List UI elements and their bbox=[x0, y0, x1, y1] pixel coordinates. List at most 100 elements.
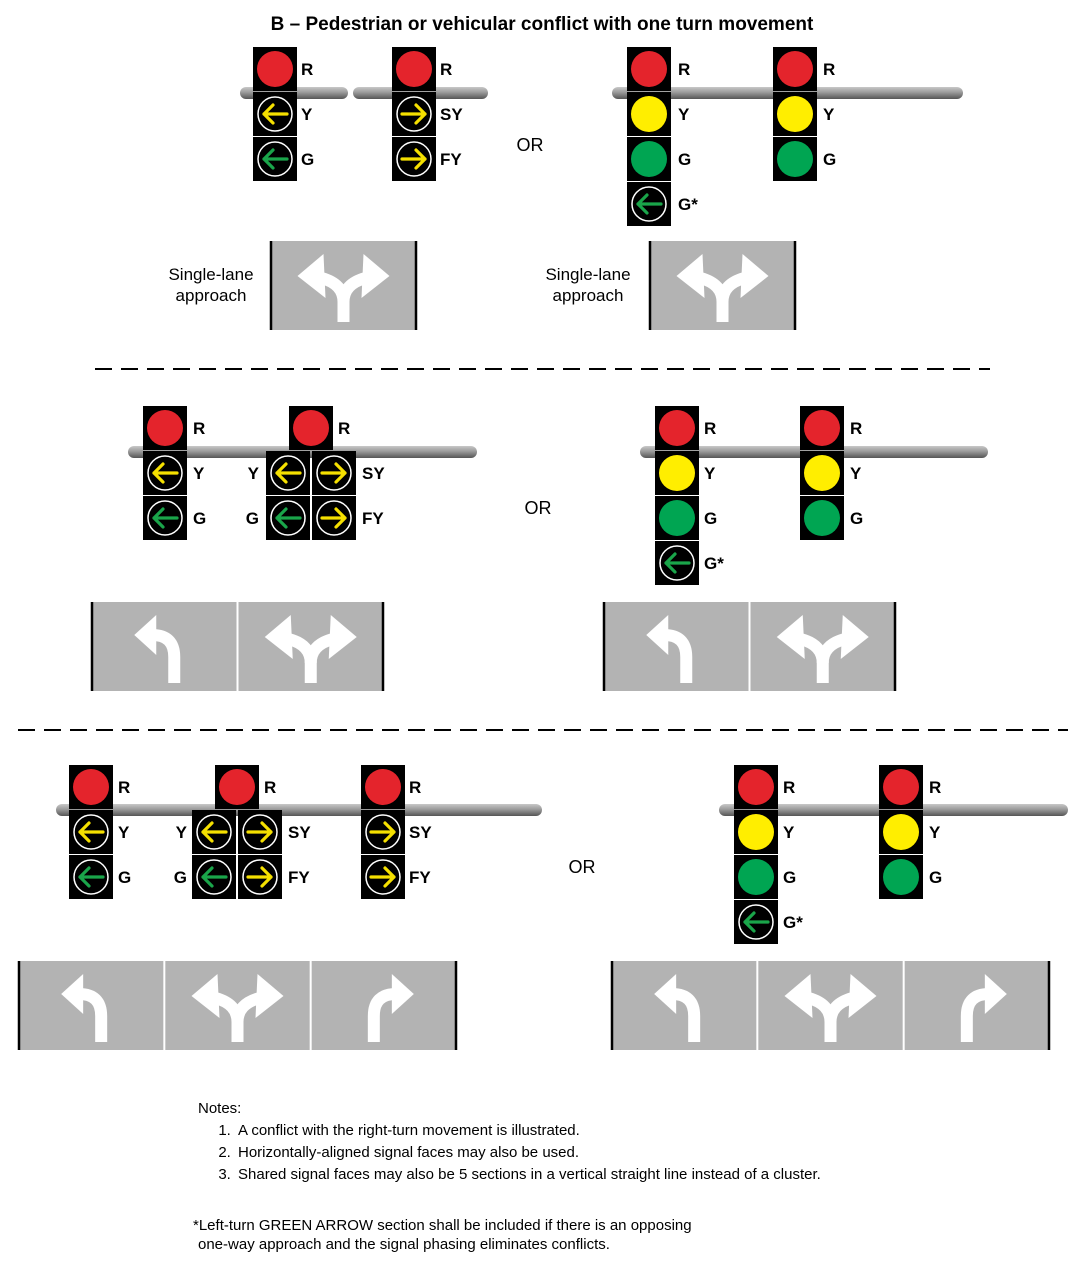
signal-label: R bbox=[929, 778, 941, 797]
signal-head bbox=[361, 765, 405, 899]
yellow-ball-icon bbox=[631, 96, 667, 132]
signal-label: G* bbox=[678, 195, 698, 214]
red-ball-icon bbox=[147, 410, 183, 446]
signal-label: R bbox=[118, 778, 130, 797]
left-arrow-icon bbox=[257, 141, 293, 177]
yellow-ball-icon bbox=[804, 455, 840, 491]
signal-label: G* bbox=[704, 554, 724, 573]
signal-label: R bbox=[409, 778, 421, 797]
right-arrow-icon bbox=[316, 455, 352, 491]
lane-markings bbox=[90, 602, 385, 691]
left-arrow-icon bbox=[270, 455, 306, 491]
signal-label: G bbox=[850, 509, 863, 528]
signal-head bbox=[655, 406, 699, 585]
red-ball-icon bbox=[883, 769, 919, 805]
signal-head bbox=[800, 406, 844, 540]
signal-label: R bbox=[850, 419, 862, 438]
or-label: OR bbox=[517, 135, 544, 155]
notes-heading: Notes: bbox=[198, 1100, 242, 1117]
green-ball-icon bbox=[804, 500, 840, 536]
signal-label: G bbox=[783, 868, 796, 887]
lane-left-right-arrow-icon bbox=[776, 615, 869, 683]
signal-head bbox=[143, 406, 187, 540]
signal-head bbox=[773, 47, 817, 181]
right-arrow-icon bbox=[316, 500, 352, 536]
signal-label: FY bbox=[288, 868, 310, 887]
signal-label: G* bbox=[783, 913, 803, 932]
left-arrow-icon bbox=[270, 500, 306, 536]
left-arrow-icon bbox=[738, 904, 774, 940]
approach-caption: Single-lane bbox=[545, 265, 630, 284]
lane-left-turn-arrow-icon bbox=[61, 974, 108, 1042]
note-item: Horizontally-aligned signal faces may al… bbox=[235, 1142, 1048, 1164]
note-item: Shared signal faces may also be 5 sectio… bbox=[235, 1164, 1048, 1186]
red-ball-icon bbox=[659, 410, 695, 446]
signal-head bbox=[253, 47, 297, 181]
green-ball-icon bbox=[738, 859, 774, 895]
signal-label: FY bbox=[362, 509, 384, 528]
red-ball-icon bbox=[738, 769, 774, 805]
signal-diagram: B – Pedestrian or vehicular conflict wit… bbox=[17, 14, 1068, 1050]
red-ball-icon bbox=[257, 51, 293, 87]
red-ball-icon bbox=[73, 769, 109, 805]
lane-markings bbox=[269, 241, 418, 330]
red-ball-icon bbox=[365, 769, 401, 805]
signal-label: Y bbox=[704, 464, 716, 483]
footnote-line: one-way approach and the signal phasing … bbox=[198, 1236, 610, 1253]
signal-label: Y bbox=[176, 823, 188, 842]
signal-label: Y bbox=[248, 464, 260, 483]
left-arrow-icon bbox=[631, 186, 667, 222]
lane-left-right-arrow-icon bbox=[191, 974, 284, 1042]
yellow-ball-icon bbox=[883, 814, 919, 850]
signal-head-cluster bbox=[266, 406, 356, 540]
signal-label: R bbox=[338, 419, 350, 438]
red-ball-icon bbox=[777, 51, 813, 87]
left-arrow-icon bbox=[147, 500, 183, 536]
lane-markings bbox=[17, 961, 458, 1050]
red-ball-icon bbox=[396, 51, 432, 87]
signal-label: Y bbox=[823, 105, 835, 124]
signal-head bbox=[392, 47, 436, 181]
yellow-ball-icon bbox=[659, 455, 695, 491]
lane-left-turn-arrow-icon bbox=[654, 974, 701, 1042]
signal-label: G bbox=[823, 150, 836, 169]
signal-label: Y bbox=[850, 464, 862, 483]
signal-label: FY bbox=[409, 868, 431, 887]
signal-label: R bbox=[823, 60, 835, 79]
signal-head-cluster bbox=[192, 765, 282, 899]
left-arrow-icon bbox=[196, 859, 232, 895]
green-ball-icon bbox=[659, 500, 695, 536]
signal-label: R bbox=[704, 419, 716, 438]
footnote-line: *Left-turn GREEN ARROW section shall be … bbox=[193, 1217, 692, 1234]
yellow-ball-icon bbox=[777, 96, 813, 132]
right-arrow-icon bbox=[365, 859, 401, 895]
signal-label: Y bbox=[301, 105, 313, 124]
signal-label: G bbox=[193, 509, 206, 528]
red-ball-icon bbox=[219, 769, 255, 805]
signal-label: SY bbox=[440, 105, 463, 124]
approach-caption: Single-lane bbox=[168, 265, 253, 284]
right-arrow-icon bbox=[396, 96, 432, 132]
signal-label: SY bbox=[409, 823, 432, 842]
lane-right-turn-arrow-icon bbox=[367, 974, 414, 1042]
note-item: A conflict with the right-turn movement … bbox=[235, 1120, 1048, 1142]
signal-head bbox=[69, 765, 113, 899]
signal-label: R bbox=[678, 60, 690, 79]
left-arrow-icon bbox=[257, 96, 293, 132]
green-ball-icon bbox=[631, 141, 667, 177]
signal-label: R bbox=[193, 419, 205, 438]
green-ball-icon bbox=[777, 141, 813, 177]
lane-left-right-arrow-icon bbox=[264, 615, 357, 683]
signal-head bbox=[627, 47, 671, 226]
figure-title: B – Pedestrian or vehicular conflict wit… bbox=[271, 14, 814, 35]
lane-right-turn-arrow-icon bbox=[960, 974, 1007, 1042]
signal-label: G bbox=[246, 509, 259, 528]
lane-left-right-arrow-icon bbox=[297, 254, 390, 322]
signal-label: G bbox=[929, 868, 942, 887]
signal-label: Y bbox=[193, 464, 205, 483]
signal-label: SY bbox=[288, 823, 311, 842]
signal-label: R bbox=[301, 60, 313, 79]
signal-label: FY bbox=[440, 150, 462, 169]
lane-left-right-arrow-icon bbox=[784, 974, 877, 1042]
lane-markings bbox=[610, 961, 1051, 1050]
